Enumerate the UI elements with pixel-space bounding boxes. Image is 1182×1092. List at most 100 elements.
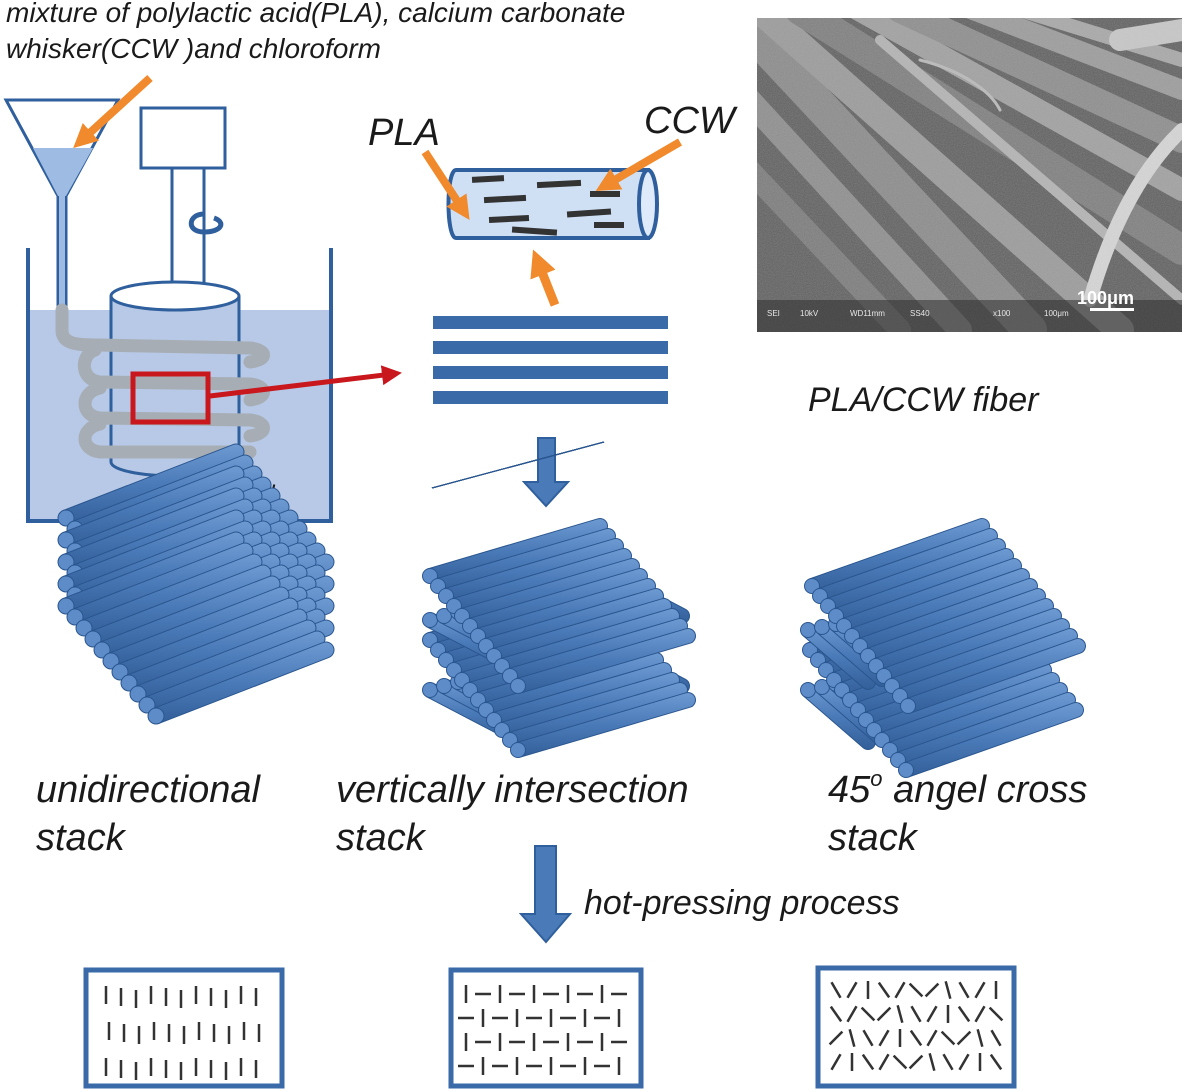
fiber-line xyxy=(433,391,668,404)
whisker-mark xyxy=(877,981,891,999)
fiber-rod-end xyxy=(57,575,75,593)
sem-scale-bar xyxy=(1090,308,1134,311)
fiber-rod-end xyxy=(800,622,816,638)
pressed-vert-box xyxy=(448,967,644,1089)
whisker-mark xyxy=(894,981,906,999)
fiber-rod xyxy=(152,641,335,725)
fiber-rod-end xyxy=(147,707,165,725)
fiber-caption: PLA/CCW fiber xyxy=(808,381,1040,419)
whisker-mark xyxy=(861,1053,875,1071)
fiber-rod-end xyxy=(57,531,75,549)
down-arrow-hot-pressing xyxy=(518,845,573,944)
fiber-rod-end xyxy=(120,674,138,692)
fiber-rod-end xyxy=(510,678,526,694)
fiber-rod xyxy=(431,441,605,489)
sem-info-3: WD11mm xyxy=(850,309,885,318)
stack-vert-label-line1: vertically intersection xyxy=(336,769,689,811)
whisker-mark xyxy=(958,981,970,999)
whisker-mark xyxy=(828,1030,844,1046)
whisker-mark xyxy=(829,1005,843,1023)
stack-uni-label-line2: stack xyxy=(36,817,127,859)
whisker-mark xyxy=(910,1005,922,1023)
sem-info-2: 10kV xyxy=(800,309,819,318)
fiber-rod-end xyxy=(111,663,129,681)
stack-45-number: 45 xyxy=(828,769,871,811)
parallel-fibers xyxy=(433,316,668,404)
ccw-label: CCW xyxy=(644,100,738,142)
funnel-liquid xyxy=(33,148,93,196)
whisker-mark xyxy=(892,1054,908,1070)
whisker-mark xyxy=(990,1029,1002,1047)
whisker-mark xyxy=(976,1028,984,1048)
pressed-45-whiskers xyxy=(828,980,1004,1072)
stirrer-spiral xyxy=(188,211,224,235)
stack-45-label-line2: stack xyxy=(828,817,919,859)
zoom-arrow xyxy=(209,365,402,399)
pla-label: PLA xyxy=(368,112,440,154)
whisker-mark xyxy=(846,981,858,999)
whisker-mark xyxy=(942,1053,954,1071)
stack-vert-label-line2: stack xyxy=(336,817,427,859)
whisker-mark xyxy=(940,1030,956,1046)
fiber-rod-end xyxy=(57,553,75,571)
fiber-rod-end xyxy=(129,685,147,703)
sem-info-6: 100μm xyxy=(1044,309,1069,318)
stack-45-label-line1: 45o angel cross xyxy=(828,766,1087,811)
stack-45-degree: o xyxy=(870,766,882,791)
fiber-rod-end xyxy=(66,608,84,626)
whisker-mark xyxy=(846,1005,858,1023)
hot-pressing-label: hot-pressing process xyxy=(584,884,900,922)
fiber-cylinder xyxy=(446,168,659,240)
unidirectional-stack xyxy=(57,443,335,725)
whisker-mark xyxy=(989,1053,1003,1071)
zoom-box xyxy=(130,371,211,425)
whisker-mark xyxy=(958,1053,970,1071)
whisker-mark xyxy=(896,1004,904,1024)
mixture-label-line1: mixture of polylactic acid(PLA), calcium… xyxy=(6,0,625,28)
fiber-rod-end xyxy=(57,509,75,527)
vertical-intersection-stack xyxy=(422,441,696,758)
whisker-mark xyxy=(924,982,940,998)
fiber-coil xyxy=(55,303,270,459)
fiber-rod-end xyxy=(93,641,111,659)
ccw-pointer-arrow xyxy=(595,138,683,192)
stirrer-motor xyxy=(139,106,227,170)
whisker-mark xyxy=(928,1052,936,1072)
fiber-rod xyxy=(904,638,1086,714)
mixture-label-line2: whisker(CCW )and chloroform xyxy=(6,33,381,64)
sem-info-5: x100 xyxy=(993,309,1011,318)
whisker-mark xyxy=(974,981,986,999)
whisker-mark xyxy=(908,1054,924,1070)
fiber-rod-end xyxy=(510,742,526,758)
fiber-rod-end xyxy=(800,682,816,698)
whisker-mark xyxy=(860,1006,876,1022)
ccw-whiskers xyxy=(471,175,624,236)
fiber-rod xyxy=(515,628,696,694)
whisker-mark xyxy=(926,1029,938,1047)
fiber-rod-end xyxy=(102,652,120,670)
pressed-uni-whiskers xyxy=(104,986,261,1080)
whisker-mark xyxy=(944,980,952,1000)
sem-scale-label: 100μm xyxy=(1077,288,1134,308)
whisker-mark xyxy=(878,1053,890,1071)
fiber-rod-end xyxy=(138,696,156,714)
pressed-45-box xyxy=(815,965,1017,1089)
fiber-rod-end xyxy=(898,762,914,778)
down-arrow-to-stacks xyxy=(521,437,571,508)
stack-45-text: angel cross xyxy=(883,769,1088,811)
mixture-to-funnel-arrow xyxy=(73,75,153,149)
fiber-rod-end xyxy=(57,597,75,615)
fiber-rod-end xyxy=(900,698,916,714)
pressed-vert-whiskers xyxy=(458,985,627,1075)
sem-image xyxy=(757,18,1182,332)
pla-pointer-arrow xyxy=(421,149,470,221)
fiber-rod-end xyxy=(422,612,438,628)
whisker-mark xyxy=(848,1028,856,1048)
fiber-rod-end xyxy=(436,678,452,694)
whisker-mark xyxy=(974,1005,986,1023)
fiber-rod-end xyxy=(422,682,438,698)
sem-info-4: SS40 xyxy=(910,309,930,318)
whisker-mark xyxy=(876,1006,892,1022)
fiber-rod-end xyxy=(814,619,830,635)
fiber-rod-end xyxy=(84,630,102,648)
